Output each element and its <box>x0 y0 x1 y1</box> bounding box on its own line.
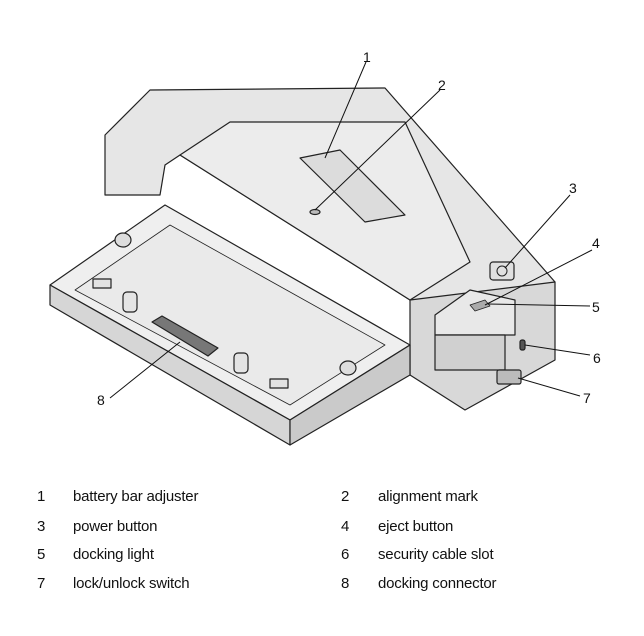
legend-label: eject button <box>378 518 454 535</box>
guide-pad <box>92 278 112 289</box>
guide-post <box>233 352 249 374</box>
lock-unlock-switch[interactable] <box>496 369 522 385</box>
callout-8: 8 <box>97 392 105 408</box>
callout-5: 5 <box>592 299 600 315</box>
bumper <box>114 232 132 248</box>
docking-connector[interactable] <box>151 315 219 357</box>
top-recess <box>179 121 471 301</box>
callout-3: 3 <box>569 180 577 196</box>
legend-label: alignment mark <box>378 488 478 505</box>
legend-number: 4 <box>341 518 350 535</box>
legend-number: 2 <box>341 488 350 505</box>
legend-label: power button <box>73 518 158 535</box>
legend-number: 3 <box>37 518 46 535</box>
security-cable-slot[interactable] <box>519 339 526 351</box>
legend-label: security cable slot <box>378 546 494 563</box>
legend-label: docking connector <box>378 575 497 592</box>
callout-4: 4 <box>592 235 600 251</box>
guide-pad <box>269 378 289 389</box>
legend-label: battery bar adjuster <box>73 488 199 505</box>
callout-7: 7 <box>583 390 591 406</box>
base-plate-inner <box>74 224 386 406</box>
legend-number: 5 <box>37 546 46 563</box>
base-plate-right <box>289 344 411 446</box>
alignment-mark <box>309 208 321 216</box>
guide-post <box>122 291 138 313</box>
power-icon <box>496 265 508 277</box>
callout-6: 6 <box>593 350 601 366</box>
callout-2: 2 <box>438 77 446 93</box>
legend-number: 7 <box>37 575 46 592</box>
power-button[interactable] <box>489 261 515 281</box>
legend-number: 1 <box>37 488 46 505</box>
battery-bar-adjuster[interactable] <box>299 149 406 223</box>
bumper <box>339 360 357 376</box>
docking-station-illustration: 1 2 3 4 5 6 7 8 <box>49 49 601 446</box>
eject-button[interactable] <box>434 289 516 336</box>
legend-label: lock/unlock switch <box>73 575 190 592</box>
docking-light <box>469 299 491 312</box>
legend-number: 6 <box>341 546 350 563</box>
legend-label: docking light <box>73 546 154 563</box>
legend-number: 8 <box>341 575 350 592</box>
eject-block-front <box>434 334 506 371</box>
callout-1: 1 <box>363 49 371 65</box>
